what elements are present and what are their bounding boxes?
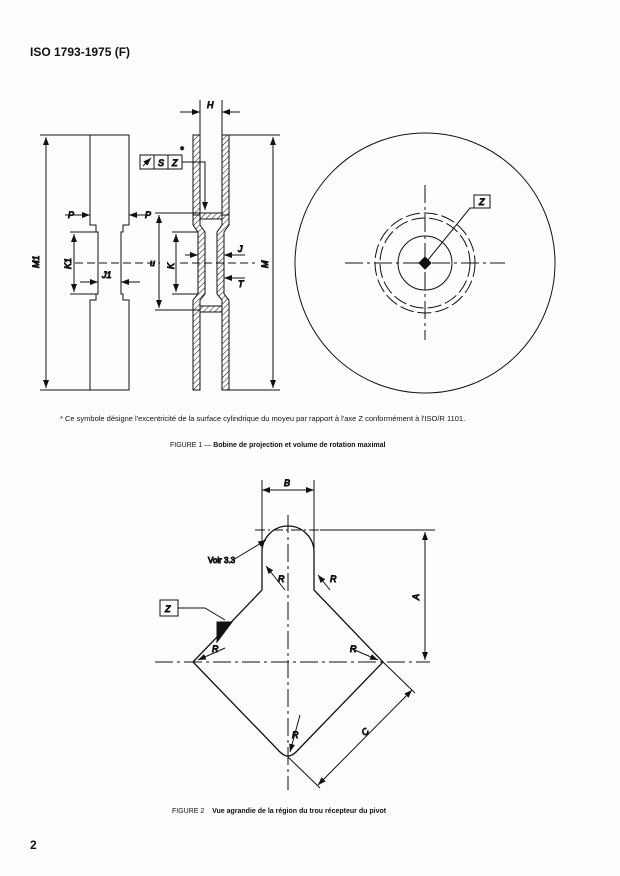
label-Z: Z (171, 158, 178, 168)
label-B: B (284, 478, 290, 488)
spool-cross-section (139, 100, 280, 391)
label-K1: K1 (63, 258, 73, 269)
figure1-title: Bobine de projection et volume de rotati… (213, 442, 386, 449)
label-R1: R (278, 574, 285, 584)
label-M1: M1 (31, 255, 41, 268)
label-Z-fig2: Z (164, 604, 171, 614)
label-M: M (260, 260, 270, 268)
figure1-caption: FIGURE 1 — Bobine de projection et volum… (170, 442, 386, 449)
figure2-caption: FIGURE 2 Vue agrandie de la région du tr… (172, 808, 386, 815)
figure1-number: FIGURE 1 — (170, 442, 212, 449)
label-J1: J1 (101, 270, 112, 280)
label-R2: R (330, 574, 337, 584)
label-R5: R (292, 730, 299, 740)
label-J: J (237, 244, 243, 254)
page-number: 2 (30, 838, 37, 852)
label-R3: R (212, 644, 219, 654)
label-star: * (180, 145, 184, 155)
label-R4: R (350, 644, 357, 654)
label-S: S (158, 158, 164, 168)
label-P-right: P (145, 210, 151, 220)
label-T: T (238, 279, 245, 289)
label-C: C (359, 726, 371, 738)
label-Z-disc: Z (478, 197, 485, 207)
label-K: K (166, 262, 176, 269)
pivot-hole-detail (155, 480, 435, 790)
label-voir: Voir 3.3 (208, 556, 236, 565)
figure2-number: FIGURE 2 (172, 808, 205, 815)
label-axis: u (150, 258, 155, 268)
label-A: A (411, 594, 421, 601)
label-P-left: P (68, 210, 74, 220)
reel-front-view (294, 132, 556, 394)
spool-side-view (40, 134, 160, 391)
footnote: * Ce symbole désigne l'excentricité de l… (60, 414, 466, 423)
figure2-title: Vue agrandie de la région du trou récept… (212, 808, 387, 815)
document-header: ISO 1793-1975 (F) (30, 45, 131, 59)
label-H: H (207, 100, 214, 110)
